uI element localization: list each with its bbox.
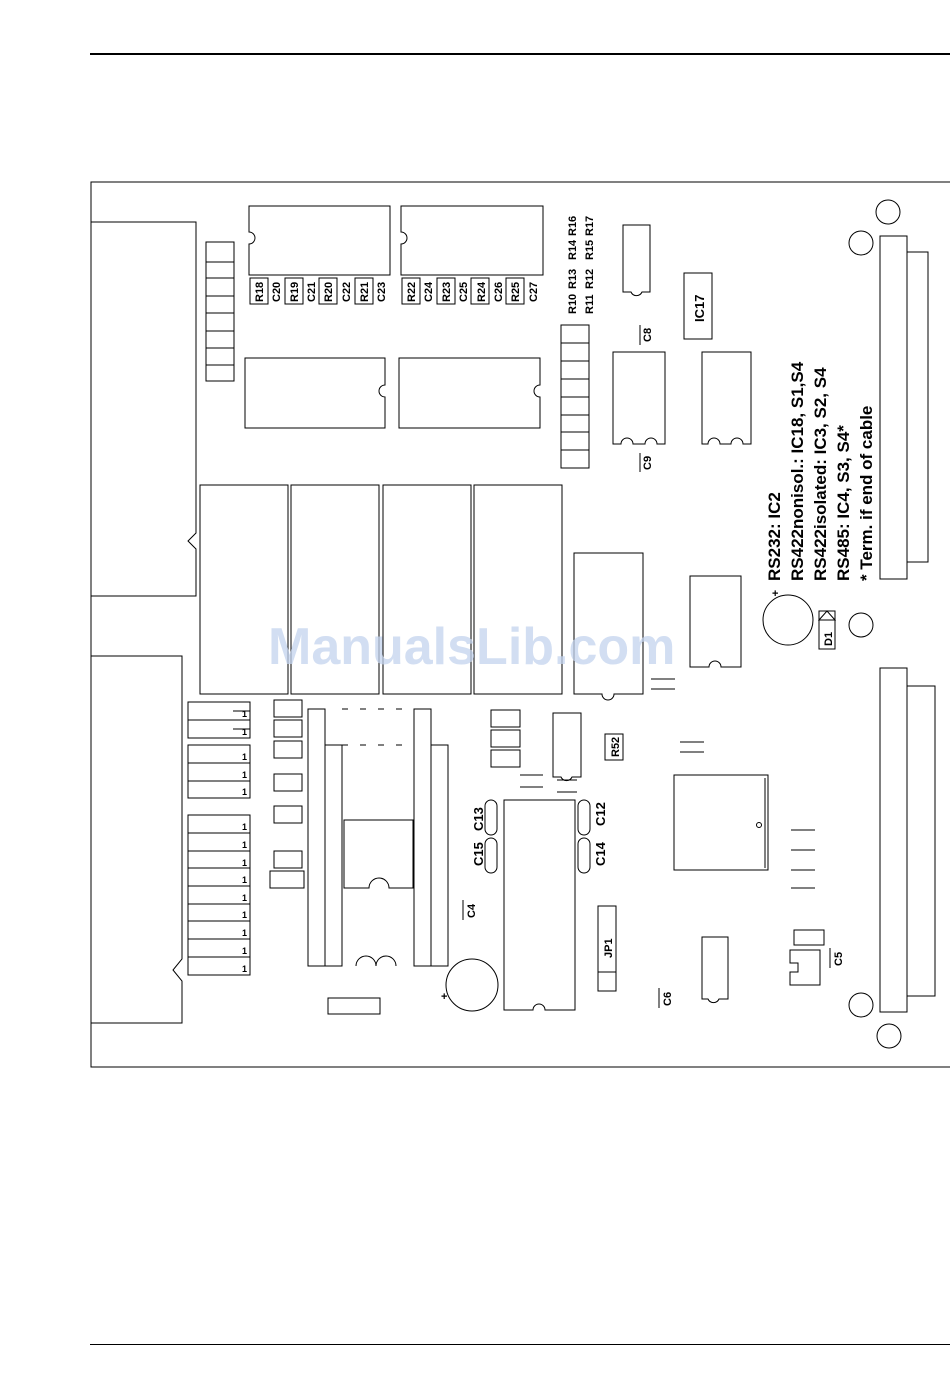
cap-plus-c4: + [441,991,447,1003]
ic-small-mid [553,713,581,781]
label-r24: R24 [476,281,488,302]
small-parts [520,679,815,888]
note-rs232: RS232: IC2 [765,492,784,581]
label-r20: R20 [323,282,335,302]
label-d1: D1 [823,632,835,646]
c5-part [790,950,820,985]
terminal-column-top [206,242,234,381]
svg-text:1: 1 [242,787,247,797]
power-section [308,709,448,1014]
label-r23: R23 [441,282,453,302]
ceramic-caps [485,800,590,873]
ic-socket-b [702,352,751,444]
svg-text:1: 1 [242,770,247,780]
label-r25: R25 [510,282,522,302]
label-c24: C24 [423,281,435,302]
svg-text:1: 1 [242,910,247,920]
qfp-pin1 [757,823,762,828]
configuration-notes: RS232: IC2 RS422nonisol.: IC18, S1,S4 RS… [765,361,876,581]
label-r15: R15 [584,240,596,260]
note-rs422-nonisol: RS422nonisol.: IC18, S1,S4 [788,361,807,581]
label-c25: C25 [458,282,470,302]
label-c13: C13 [471,807,486,831]
label-c23: C23 [376,282,388,302]
terminal-block-b [188,745,250,798]
note-termination: * Term. if end of cable [857,406,876,581]
label-r12: R12 [584,269,596,289]
terminal-pin-marks: 1 1 1 1 1 1 1 1 1 1 1 1 1 1 [242,709,247,974]
label-r14: R14 [567,239,579,260]
label-jp1: JP1 [603,938,615,958]
dip-chips-top [245,206,543,428]
label-c20: C20 [271,282,283,302]
svg-text:1: 1 [242,858,247,868]
label-r17: R17 [584,216,596,236]
svg-text:1: 1 [242,893,247,903]
label-c8: C8 [642,328,654,342]
svg-text:1: 1 [242,964,247,974]
svg-text:1: 1 [242,840,247,850]
terminal-block-c [188,815,250,975]
right-connector-bottom [880,668,935,1012]
label-r21: R21 [359,282,371,302]
label-r52: R52 [610,737,622,757]
label-r16: R16 [567,216,579,236]
svg-text:1: 1 [242,875,247,885]
label-c9: C9 [642,456,654,470]
note-rs422-isolated: RS422isolated: IC3, S2, S4 [811,367,830,581]
svg-text:1: 1 [242,709,247,719]
label-c12: C12 [593,802,608,826]
small-boxes-mid [491,710,520,767]
c5-small-box [794,930,824,945]
label-r18: R18 [254,282,266,302]
label-r22: R22 [406,282,418,302]
label-r11: R11 [584,294,596,314]
label-c14: C14 [593,841,608,866]
label-c6: C6 [662,992,674,1006]
ic-dip-large [504,800,575,1010]
svg-text:1: 1 [242,928,247,938]
small-boxes-left [270,700,304,888]
ic-socket-a [613,352,665,444]
svg-text:1: 1 [242,946,247,956]
right-connector-top [880,236,928,579]
label-c27: C27 [528,282,540,302]
ic-small-bottom [702,937,728,1003]
terminal-block-a [188,702,250,738]
svg-text:1: 1 [242,727,247,737]
label-c22: C22 [341,282,353,302]
qfp-chip [674,775,768,870]
cap-plus-top: + [772,588,778,600]
label-c4: C4 [466,903,478,918]
svg-text:1: 1 [242,822,247,832]
electrolytic-cap-c4 [446,959,498,1011]
label-r13: R13 [567,269,579,289]
label-r19: R19 [289,282,301,302]
resistor-network [561,325,589,468]
d1-arrow [819,611,835,620]
electrolytic-cap-top [763,595,813,645]
left-connector-top [91,222,196,596]
label-c5: C5 [833,952,845,966]
label-c21: C21 [306,282,318,302]
label-r10: R10 [567,294,579,314]
label-ic17: IC17 [692,295,707,322]
watermark: ManualsLib.com [268,618,675,676]
label-c15: C15 [471,842,486,866]
mounting-holes [849,200,901,1048]
ic-right-center [690,576,741,667]
ic-small-top [623,225,650,296]
svg-text:1: 1 [242,752,247,762]
left-connector-bottom [91,656,182,1023]
label-c26: C26 [493,282,505,302]
note-rs485: RS485: IC4, S3, S4* [834,425,853,581]
